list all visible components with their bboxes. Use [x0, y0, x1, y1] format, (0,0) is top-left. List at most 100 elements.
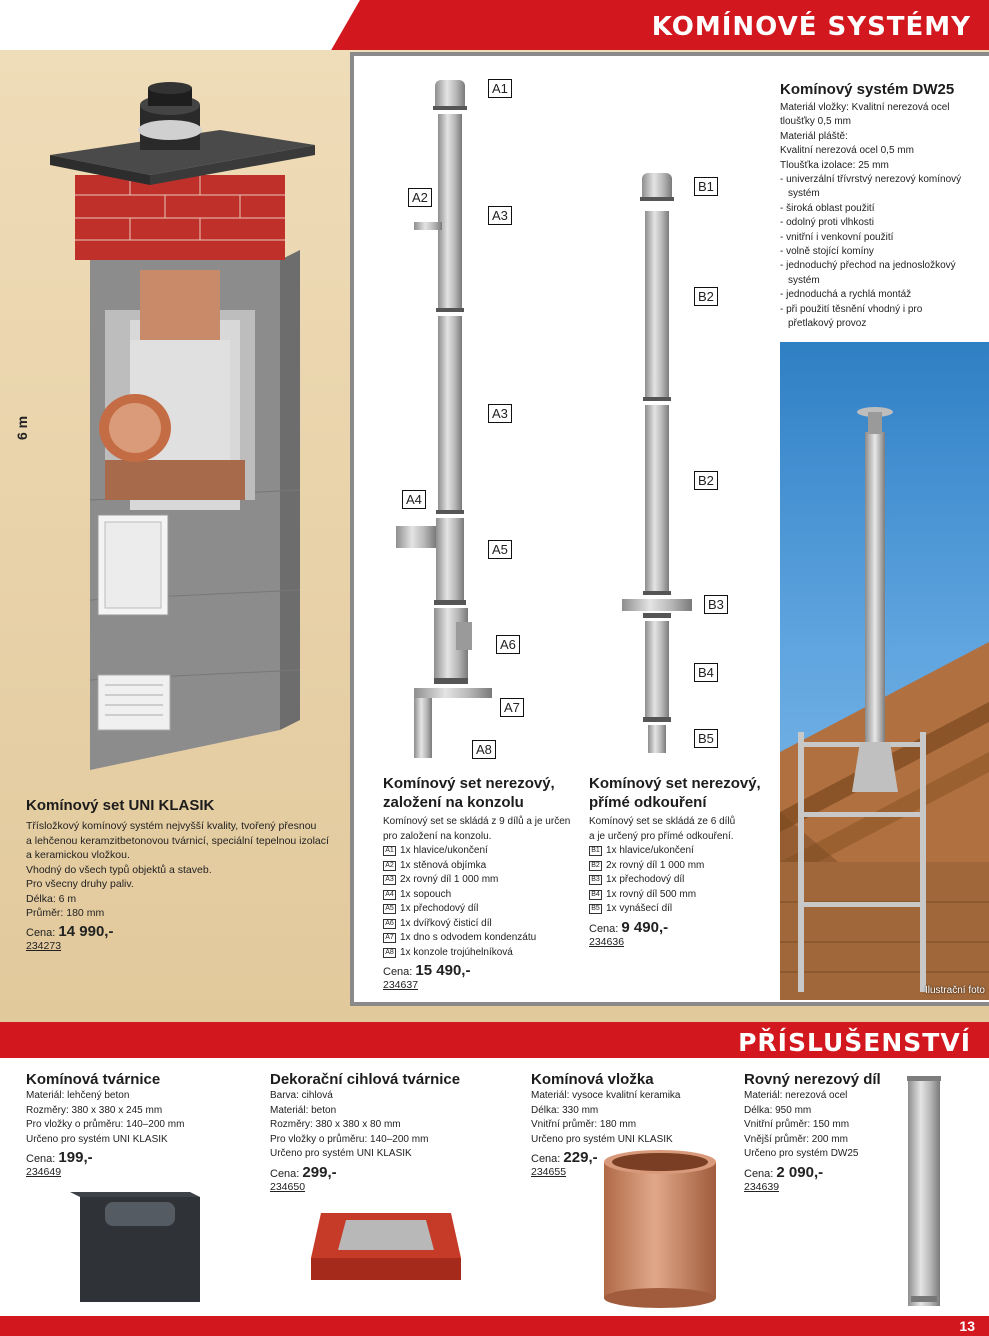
price-label: Cena: — [531, 1153, 561, 1165]
accessory-details: Materiál: nerezová ocel Délka: 950 mm Vn… — [744, 1089, 904, 1162]
accessory-details: Materiál: lehčený beton Rozměry: 380 x 3… — [26, 1089, 256, 1147]
set-a-part: A5 1x přechodový díl — [383, 902, 583, 917]
set-b-intro: Komínový set se skládá ze 6 dílů — [589, 816, 736, 827]
dw25-line: Tloušťka izolace: 25 mm — [780, 159, 889, 171]
part-label-b5: B5 — [694, 729, 718, 748]
price-value: 299,- — [302, 1163, 337, 1181]
part-label-a4: A4 — [402, 490, 426, 509]
accessory-line: Vnitřní průměr: 150 mm — [744, 1119, 850, 1130]
part-text: 1x hlavice/ukončení — [400, 845, 488, 856]
part-text: 1x rovný díl 500 mm — [606, 888, 697, 900]
set-b-illustration: B1 B2 B2 B3 B4 B5 — [620, 165, 730, 765]
set-a-section: Komínový set nerezový, založení na konzo… — [383, 774, 583, 992]
set-b-price: Cena: 9 490,- — [589, 919, 779, 936]
set-b-intro: a je určený pro přímé odkouření. — [589, 830, 734, 842]
set-b-part: B5 1x vynášecí díl — [589, 902, 779, 917]
block-image — [70, 1192, 210, 1307]
set-a-description: Komínový set se skládá z 9 dílů a je urč… — [383, 815, 583, 960]
accessory-product-code[interactable]: 234639 — [744, 1180, 780, 1193]
page-number: 13 — [959, 1318, 975, 1334]
part-text: 1x vynášecí díl — [606, 903, 673, 914]
uni-line: a keramickou vložkou. — [26, 849, 130, 861]
part-text: 1x konzole trojúhelníková — [400, 946, 513, 958]
chimney-cutaway-image — [39, 80, 315, 770]
dw25-line: - jednoduchý přechod na jednosložkový — [780, 260, 956, 272]
part-code: A7 — [383, 933, 396, 944]
accessory-line: Materiál: lehčený beton — [26, 1090, 130, 1101]
photo-caption: Ilustrační foto — [924, 985, 985, 996]
dw25-description: Materiál vložky: Kvalitní nerezová ocel … — [780, 101, 985, 332]
part-code: B5 — [589, 904, 602, 915]
accessory-line: Délka: 330 mm — [531, 1104, 599, 1116]
dw25-line: Materiál pláště: — [780, 130, 848, 142]
set-a-part: A3 2x rovný díl 1 000 mm — [383, 873, 583, 888]
set-b-title-line1: Komínový set nerezový, — [589, 775, 761, 792]
uni-klasik-illustration — [39, 80, 350, 770]
accessory-details: Materiál: vysoce kvalitní keramika Délka… — [531, 1089, 731, 1147]
set-b-description: Komínový set se skládá ze 6 dílů a je ur… — [589, 815, 779, 917]
set-a-product-code[interactable]: 234637 — [383, 979, 419, 991]
accessory-line: Určeno pro systém UNI KLASIK — [26, 1133, 168, 1145]
part-text: 2x rovný díl 1 000 mm — [400, 874, 499, 885]
price-label: Cena: — [270, 1167, 300, 1180]
part-text: 1x přechodový díl — [400, 903, 479, 914]
price-value: 199,- — [58, 1149, 93, 1166]
part-text: 2x rovný díl 1 000 mm — [606, 859, 705, 871]
accessory-product-code[interactable]: 234649 — [26, 1166, 62, 1178]
uni-line: Pro všecny druhy paliv. — [26, 878, 134, 890]
part-code: A6 — [383, 918, 396, 929]
dw25-line: - při použití těsnění vhodný i pro — [780, 303, 923, 315]
part-label-a3: A3 — [488, 206, 512, 225]
set-a-illustration: A1 A2 A3 A3 A4 A5 A6 A7 A8 — [390, 70, 530, 770]
price-value: 9 490,- — [621, 918, 669, 936]
uni-line: Délka: 6 m — [26, 892, 77, 905]
accessory-line: Pro vložky o průměru: 140–200 mm — [270, 1133, 429, 1145]
accessory-line: Pro vložky o průměru: 140–200 mm — [26, 1119, 185, 1130]
dw25-line: přetlakový provoz — [788, 318, 867, 330]
brick-block-image — [306, 1208, 466, 1283]
part-label-a5: A5 — [488, 540, 512, 559]
part-code: A3 — [383, 875, 396, 886]
uni-klasik-title: Komínový set UNI KLASIK — [26, 797, 215, 814]
accessory-line: Rozměry: 380 x 380 x 245 mm — [26, 1104, 163, 1116]
header-notch — [0, 0, 360, 50]
accessory-product-code[interactable]: 234650 — [270, 1180, 306, 1193]
accessory-line: Materiál: nerezová ocel — [744, 1090, 848, 1101]
set-b-product-code[interactable]: 234636 — [589, 935, 625, 948]
accessories-title: PŘÍSLUŠENSTVÍ — [738, 1028, 971, 1057]
accessory-line: Vnější průměr: 200 mm — [744, 1133, 848, 1145]
dw25-line: - jednoduchá a rychlá montáž — [780, 289, 912, 301]
part-code: A4 — [383, 889, 396, 900]
dw25-title: Komínový systém DW25 — [780, 81, 955, 98]
dw25-line: tloušťky 0,5 mm — [780, 116, 851, 128]
part-label-a2: A2 — [408, 188, 432, 207]
price-label: Cena: — [589, 922, 619, 935]
price-value: 14 990,- — [58, 922, 114, 940]
part-code: A5 — [383, 904, 396, 915]
footer-band — [0, 1316, 989, 1336]
accessory-details: Barva: cihlová Materiál: beton Rozměry: … — [270, 1089, 510, 1162]
set-a-title-line1: Komínový set nerezový, — [383, 775, 555, 792]
dw25-section: Komínový systém DW25 Materiál vložky: Kv… — [780, 80, 985, 332]
accessory-price: Cena: 2 090,- — [744, 1164, 904, 1181]
set-b-section: Komínový set nerezový, přímé odkouření K… — [589, 774, 779, 949]
accessory-price: Cena: 229,- — [531, 1149, 731, 1166]
accessory-line: Určeno pro systém UNI KLASIK — [531, 1133, 673, 1145]
uni-klasik-description: Třísložkový komínový systém nejvyšší kva… — [26, 819, 346, 921]
rooftop-chimney-image — [780, 407, 989, 1000]
accessory-line: Rozměry: 380 x 380 x 80 mm — [270, 1119, 401, 1130]
accessory-item: Komínová tvárnice Materiál: lehčený beto… — [26, 1070, 256, 1179]
uni-product-code[interactable]: 234273 — [26, 939, 62, 952]
accessory-item: Dekorační cihlová tvárnice Barva: cihlov… — [270, 1070, 510, 1194]
part-label-a3: A3 — [488, 404, 512, 423]
height-label: 6 m — [14, 415, 30, 440]
accessory-item: Rovný nerezový díl Materiál: nerezová oc… — [744, 1070, 904, 1194]
accessory-product-code[interactable]: 234655 — [531, 1166, 567, 1178]
